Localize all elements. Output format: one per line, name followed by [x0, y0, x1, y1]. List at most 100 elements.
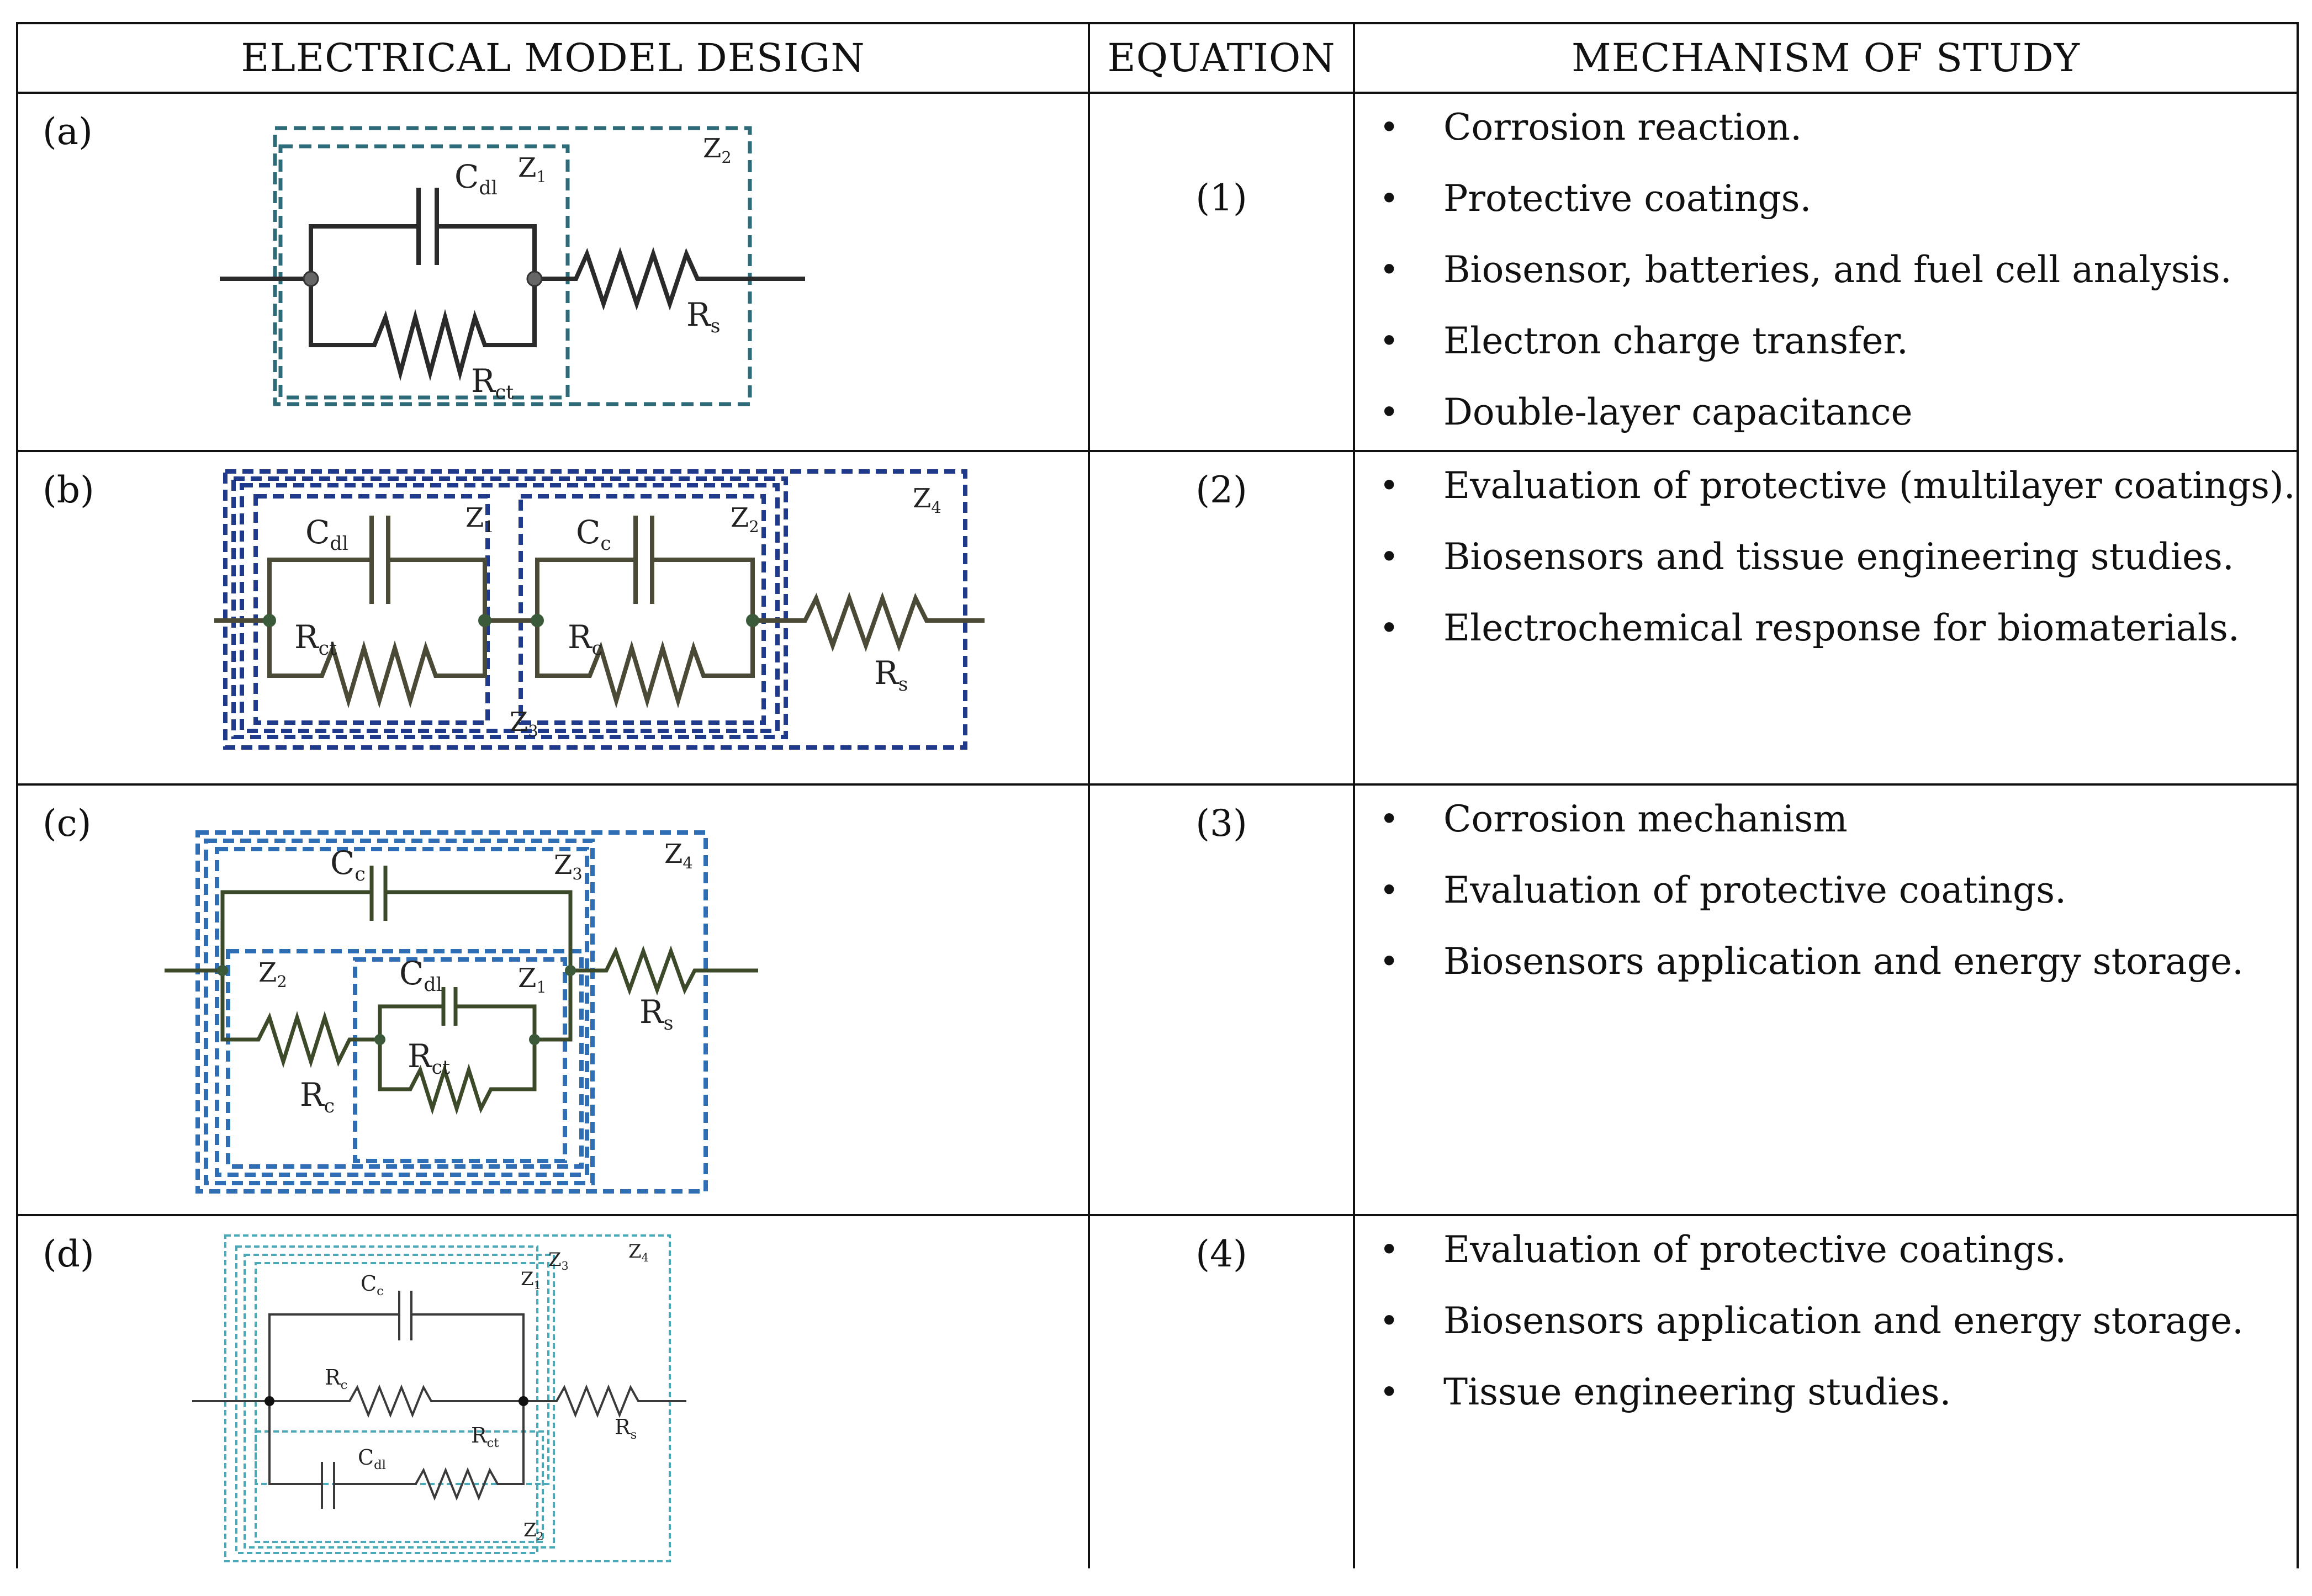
- z3-box: [204, 839, 595, 1185]
- cdl-label: Cdl: [358, 1445, 386, 1472]
- list-item: Tissue engineering studies.: [1355, 1374, 2297, 1411]
- cc-label: Cc: [576, 513, 611, 555]
- z2-label: Z2: [258, 957, 287, 991]
- cdl-label: Cdl: [454, 158, 498, 199]
- z2-label: Z2: [731, 502, 759, 536]
- rc-label: Rc: [300, 1076, 335, 1117]
- z4-box: [195, 830, 708, 1194]
- design-cell-b: (b): [16, 450, 1090, 786]
- equation-number: (4): [1195, 1233, 1247, 1275]
- list-item: Protective coatings.: [1355, 181, 2297, 218]
- z4-box: [223, 469, 967, 750]
- z1-box: [353, 957, 567, 1163]
- row-label: (b): [43, 469, 94, 511]
- z4-box: [224, 1234, 671, 1562]
- z3-label: Z3: [548, 1249, 569, 1272]
- rc-label: Rc: [325, 1365, 347, 1392]
- list-item: Corrosion reaction.: [1355, 109, 2297, 146]
- rct-label: Rct: [471, 362, 514, 404]
- z2-box: [255, 1430, 544, 1543]
- design-cell-a: (a) Cdl Z1 Z2: [16, 92, 1090, 452]
- rs-label: Rs: [639, 993, 674, 1035]
- rct-label: Rct: [408, 1037, 450, 1079]
- table-row: (d): [16, 1214, 2299, 1568]
- rct-label: Rct: [471, 1423, 499, 1450]
- equation-cell: (1): [1088, 92, 1355, 452]
- z3-box: [235, 1245, 538, 1554]
- cdl-label: Cdl: [305, 513, 348, 555]
- equation-number: (1): [1195, 177, 1247, 219]
- rc-label: Rc: [568, 618, 602, 660]
- list-item: Electrochemical response for biomaterial…: [1355, 610, 2297, 647]
- rs-label: Rs: [874, 654, 908, 696]
- design-cell-d: (d): [16, 1214, 1090, 1568]
- circuit-diagram-c: Cc Z3 Z4 Z2 Cdl Z1 Rct Rc Rs: [165, 830, 758, 1194]
- circuit-diagram-a: Cdl Z1 Z2 Rs Rct: [220, 126, 805, 406]
- mechanism-list: Evaluation of protective (multilayer coa…: [1355, 452, 2297, 647]
- design-cell-c: (c): [16, 783, 1090, 1216]
- mechanism-cell: Evaluation of protective (multilayer coa…: [1353, 450, 2299, 786]
- z4-label: Z4: [913, 483, 941, 517]
- circuit-diagram-d: Cc Z3 Z4 Z1 Rc Cdl Rct Rs Z2: [192, 1234, 686, 1562]
- cc-label: Cc: [361, 1271, 384, 1298]
- z2-label: Z2: [523, 1519, 544, 1543]
- mechanism-cell: Evaluation of protective coatings. Biose…: [1353, 1214, 2299, 1568]
- z3-label: Z3: [510, 707, 538, 740]
- list-item: Biosensor, batteries, and fuel cell anal…: [1355, 252, 2297, 289]
- cdl-label: Cdl: [399, 955, 442, 996]
- list-item: Evaluation of protective (multilayer coa…: [1355, 468, 2297, 505]
- equation-number: (3): [1195, 802, 1247, 845]
- list-item: Electron charge transfer.: [1355, 323, 2297, 360]
- equation-cell: (3): [1088, 783, 1355, 1216]
- circuit-diagram-b: Cdl Cc Z1 Z2 Z4 Z3 Rct Rc Rs: [214, 469, 985, 750]
- equation-cell: (2): [1088, 450, 1355, 786]
- z1-box: [278, 144, 570, 400]
- row-label: (a): [43, 110, 93, 153]
- table-row: (a) Cdl Z1 Z2: [16, 92, 2299, 452]
- z1-label: Z1: [518, 963, 547, 996]
- table-row: (c): [16, 783, 2299, 1216]
- equation-cell: (4): [1088, 1214, 1355, 1568]
- z3-box-inner: [240, 483, 780, 733]
- cc-label: Cc: [330, 844, 366, 886]
- row-label: (c): [43, 802, 92, 845]
- header-equation: EQUATION: [1088, 22, 1355, 94]
- circuit-model-table: ELECTRICAL MODEL DESIGN EQUATION MECHANI…: [16, 22, 2299, 1568]
- header-design: ELECTRICAL MODEL DESIGN: [16, 22, 1090, 94]
- z4-label: Z4: [628, 1240, 649, 1264]
- z2-box: [226, 949, 584, 1169]
- list-item: Corrosion mechanism: [1355, 801, 2297, 838]
- header-mechanism: MECHANISM OF STUDY: [1353, 22, 2299, 94]
- list-item: Evaluation of protective coatings.: [1355, 872, 2297, 909]
- row-label: (d): [43, 1233, 94, 1275]
- rs-label: Rs: [615, 1415, 637, 1442]
- z3-box: [231, 476, 788, 739]
- z4-label: Z4: [664, 839, 693, 872]
- mechanism-list: Corrosion mechanism Evaluation of protec…: [1355, 786, 2297, 980]
- z1-label: Z1: [518, 152, 547, 186]
- mechanism-list: Evaluation of protective coatings. Biose…: [1355, 1216, 2297, 1411]
- equation-number: (2): [1195, 469, 1247, 511]
- list-item: Biosensors application and energy storag…: [1355, 1303, 2297, 1340]
- z3-label: Z3: [554, 850, 583, 883]
- mechanism-cell: Corrosion reaction. Protective coatings.…: [1353, 92, 2299, 452]
- list-item: Double-layer capacitance: [1355, 394, 2297, 431]
- z2-box: [273, 126, 752, 406]
- z1-box: [255, 1262, 549, 1485]
- header-row: ELECTRICAL MODEL DESIGN EQUATION MECHANI…: [16, 22, 2299, 94]
- mechanism-cell: Corrosion mechanism Evaluation of protec…: [1353, 783, 2299, 1216]
- table-row: (b): [16, 450, 2299, 786]
- z1-label: Z1: [521, 1268, 541, 1292]
- list-item: Biosensors and tissue engineering studie…: [1355, 539, 2297, 576]
- z2-label: Z2: [703, 133, 732, 167]
- z2-box: [519, 494, 766, 725]
- z1-box: [253, 494, 490, 725]
- z3-box-inner: [215, 847, 589, 1177]
- list-item: Evaluation of protective coatings.: [1355, 1232, 2297, 1269]
- z1-label: Z1: [465, 502, 494, 536]
- rct-label: Rct: [294, 618, 337, 660]
- list-item: Biosensors application and energy storag…: [1355, 943, 2297, 980]
- rs-label: Rs: [686, 296, 721, 337]
- mechanism-list: Corrosion reaction. Protective coatings.…: [1355, 94, 2297, 431]
